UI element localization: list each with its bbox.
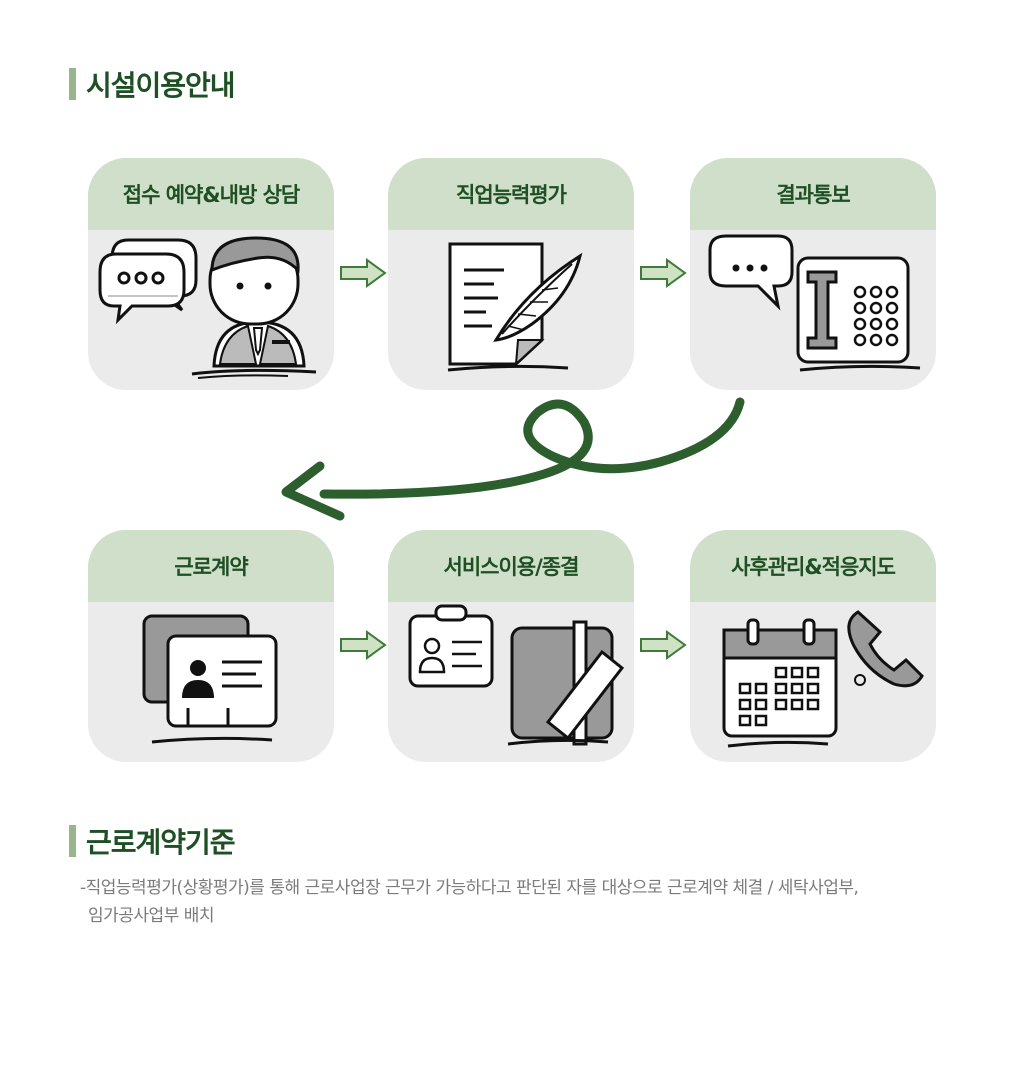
badge-and-notebook-icon bbox=[388, 602, 634, 762]
section-title-contract: 근로계약기준 bbox=[69, 824, 236, 859]
contract-description: -직업능력평가(상황평가)를 통해 근로사업장 근무가 가능하다고 판단된 자를… bbox=[80, 874, 980, 930]
step-card-assessment: 직업능력평가 bbox=[388, 158, 634, 390]
flow-arrow-icon bbox=[639, 630, 687, 660]
section-title-text: 근로계약기준 bbox=[86, 826, 236, 859]
step-label: 접수 예약&내방 상담 bbox=[88, 158, 334, 230]
step-card-aftercare: 사후관리&적응지도 bbox=[690, 530, 936, 762]
calendar-and-phone-icon bbox=[690, 602, 936, 762]
step-label: 사후관리&적응지도 bbox=[690, 530, 936, 602]
flow-arrow-icon bbox=[639, 258, 687, 288]
step-label: 직업능력평가 bbox=[388, 158, 634, 230]
description-line: 임가공사업부 배치 bbox=[88, 906, 215, 926]
step-label: 근로계약 bbox=[88, 530, 334, 602]
step-card-reception: 접수 예약&내방 상담 bbox=[88, 158, 334, 390]
title-accent-bar bbox=[69, 825, 76, 857]
chat-and-counselor-icon bbox=[88, 230, 334, 390]
flow-arrow-icon bbox=[339, 630, 387, 660]
step-card-service: 서비스이용/종결 bbox=[388, 530, 634, 762]
step-label: 결과통보 bbox=[690, 158, 936, 230]
title-accent-bar bbox=[69, 68, 76, 100]
step-card-contract: 근로계약 bbox=[88, 530, 334, 762]
section-title-text: 시설이용안내 bbox=[86, 69, 236, 102]
step-label: 서비스이용/종결 bbox=[388, 530, 634, 602]
section-title-facility: 시설이용안내 bbox=[69, 67, 236, 102]
flow-swirl-arrow-icon bbox=[270, 392, 760, 532]
document-and-quill-icon bbox=[388, 230, 634, 390]
description-line: -직업능력평가(상황평가)를 통해 근로사업장 근무가 가능하다고 판단된 자를… bbox=[80, 878, 859, 898]
chat-and-telephone-icon bbox=[690, 230, 936, 390]
flow-arrow-icon bbox=[339, 258, 387, 288]
id-cards-icon bbox=[88, 602, 334, 762]
step-card-result: 결과통보 bbox=[690, 158, 936, 390]
